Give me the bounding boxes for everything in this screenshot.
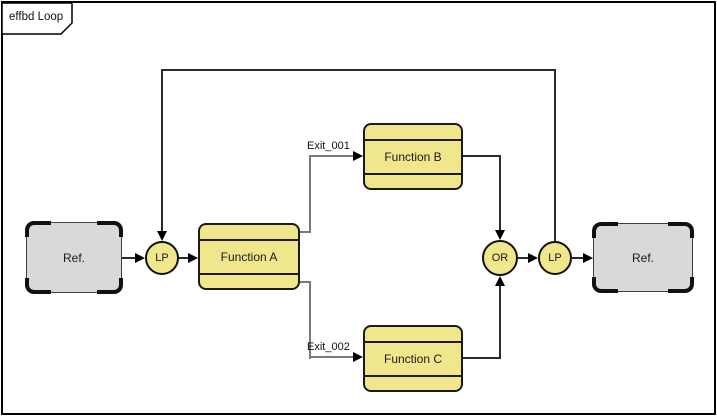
edge-segment[interactable] [309,155,354,157]
lp-node-left-label: LP [155,252,169,264]
edge-segment[interactable] [309,156,311,233]
corner-bracket [25,278,51,294]
edge-segment[interactable] [309,356,354,358]
arrowhead-right-icon [583,253,593,263]
exit-001-label[interactable]: Exit_001 [307,140,350,152]
or-node[interactable]: OR [482,240,518,276]
corner-bracket [97,221,123,237]
arrowhead-right-icon [528,253,538,263]
arrowhead-down-icon [157,231,167,241]
edge-segment[interactable] [309,281,311,359]
arrowhead-right-icon [135,253,145,263]
corner-bracket [668,277,694,293]
lp-node-right-label: LP [548,252,562,264]
feedback-edge-segment[interactable] [554,70,556,241]
divider-line [200,239,298,241]
edge-segment[interactable] [463,357,501,359]
function-b-node[interactable]: Function B [363,123,463,190]
corner-bracket [25,221,51,237]
arrowhead-right-icon [188,253,198,263]
arrowhead-right-icon [353,151,363,161]
lp-node-left[interactable]: LP [145,241,179,275]
divider-line [365,341,461,343]
corner-bracket [592,277,618,293]
divider-line [365,375,461,377]
function-c-node[interactable]: Function C [363,325,463,392]
function-c-label: Function C [383,351,443,366]
ref-node-left-label: Ref. [62,250,85,265]
tab-shape [2,2,73,35]
edge-segment[interactable] [122,257,136,259]
ref-node-right[interactable]: Ref. [592,222,694,293]
edge-segment[interactable] [300,231,311,233]
edge-segment[interactable] [518,257,529,259]
arrowhead-down-icon [495,230,505,240]
edge-segment[interactable] [300,281,311,283]
edge-segment[interactable] [179,257,189,259]
arrowhead-right-icon [353,352,363,362]
edge-segment[interactable] [572,257,584,259]
edge-segment[interactable] [499,286,501,359]
corner-bracket [97,278,123,294]
function-b-label: Function B [384,149,442,164]
corner-bracket [668,222,694,238]
diagram-title-tab: effbd Loop [2,2,82,38]
lp-node-right[interactable]: LP [538,241,572,275]
arrowhead-up-icon [495,276,505,286]
divider-line [200,273,298,275]
corner-bracket [592,222,618,238]
ref-node-right-label: Ref. [631,250,654,265]
feedback-edge-segment[interactable] [161,69,556,71]
function-a-node[interactable]: Function A [198,223,300,290]
feedback-edge-segment[interactable] [161,69,163,231]
diagram-title: effbd Loop [9,11,64,23]
edge-segment[interactable] [499,155,501,231]
exit-002-label[interactable]: Exit_002 [307,341,350,353]
edge-segment[interactable] [463,155,501,157]
or-node-label: OR [491,252,509,264]
divider-line [365,139,461,141]
function-a-label: Function A [220,249,278,264]
divider-line [365,173,461,175]
ref-node-left[interactable]: Ref. [25,221,123,294]
